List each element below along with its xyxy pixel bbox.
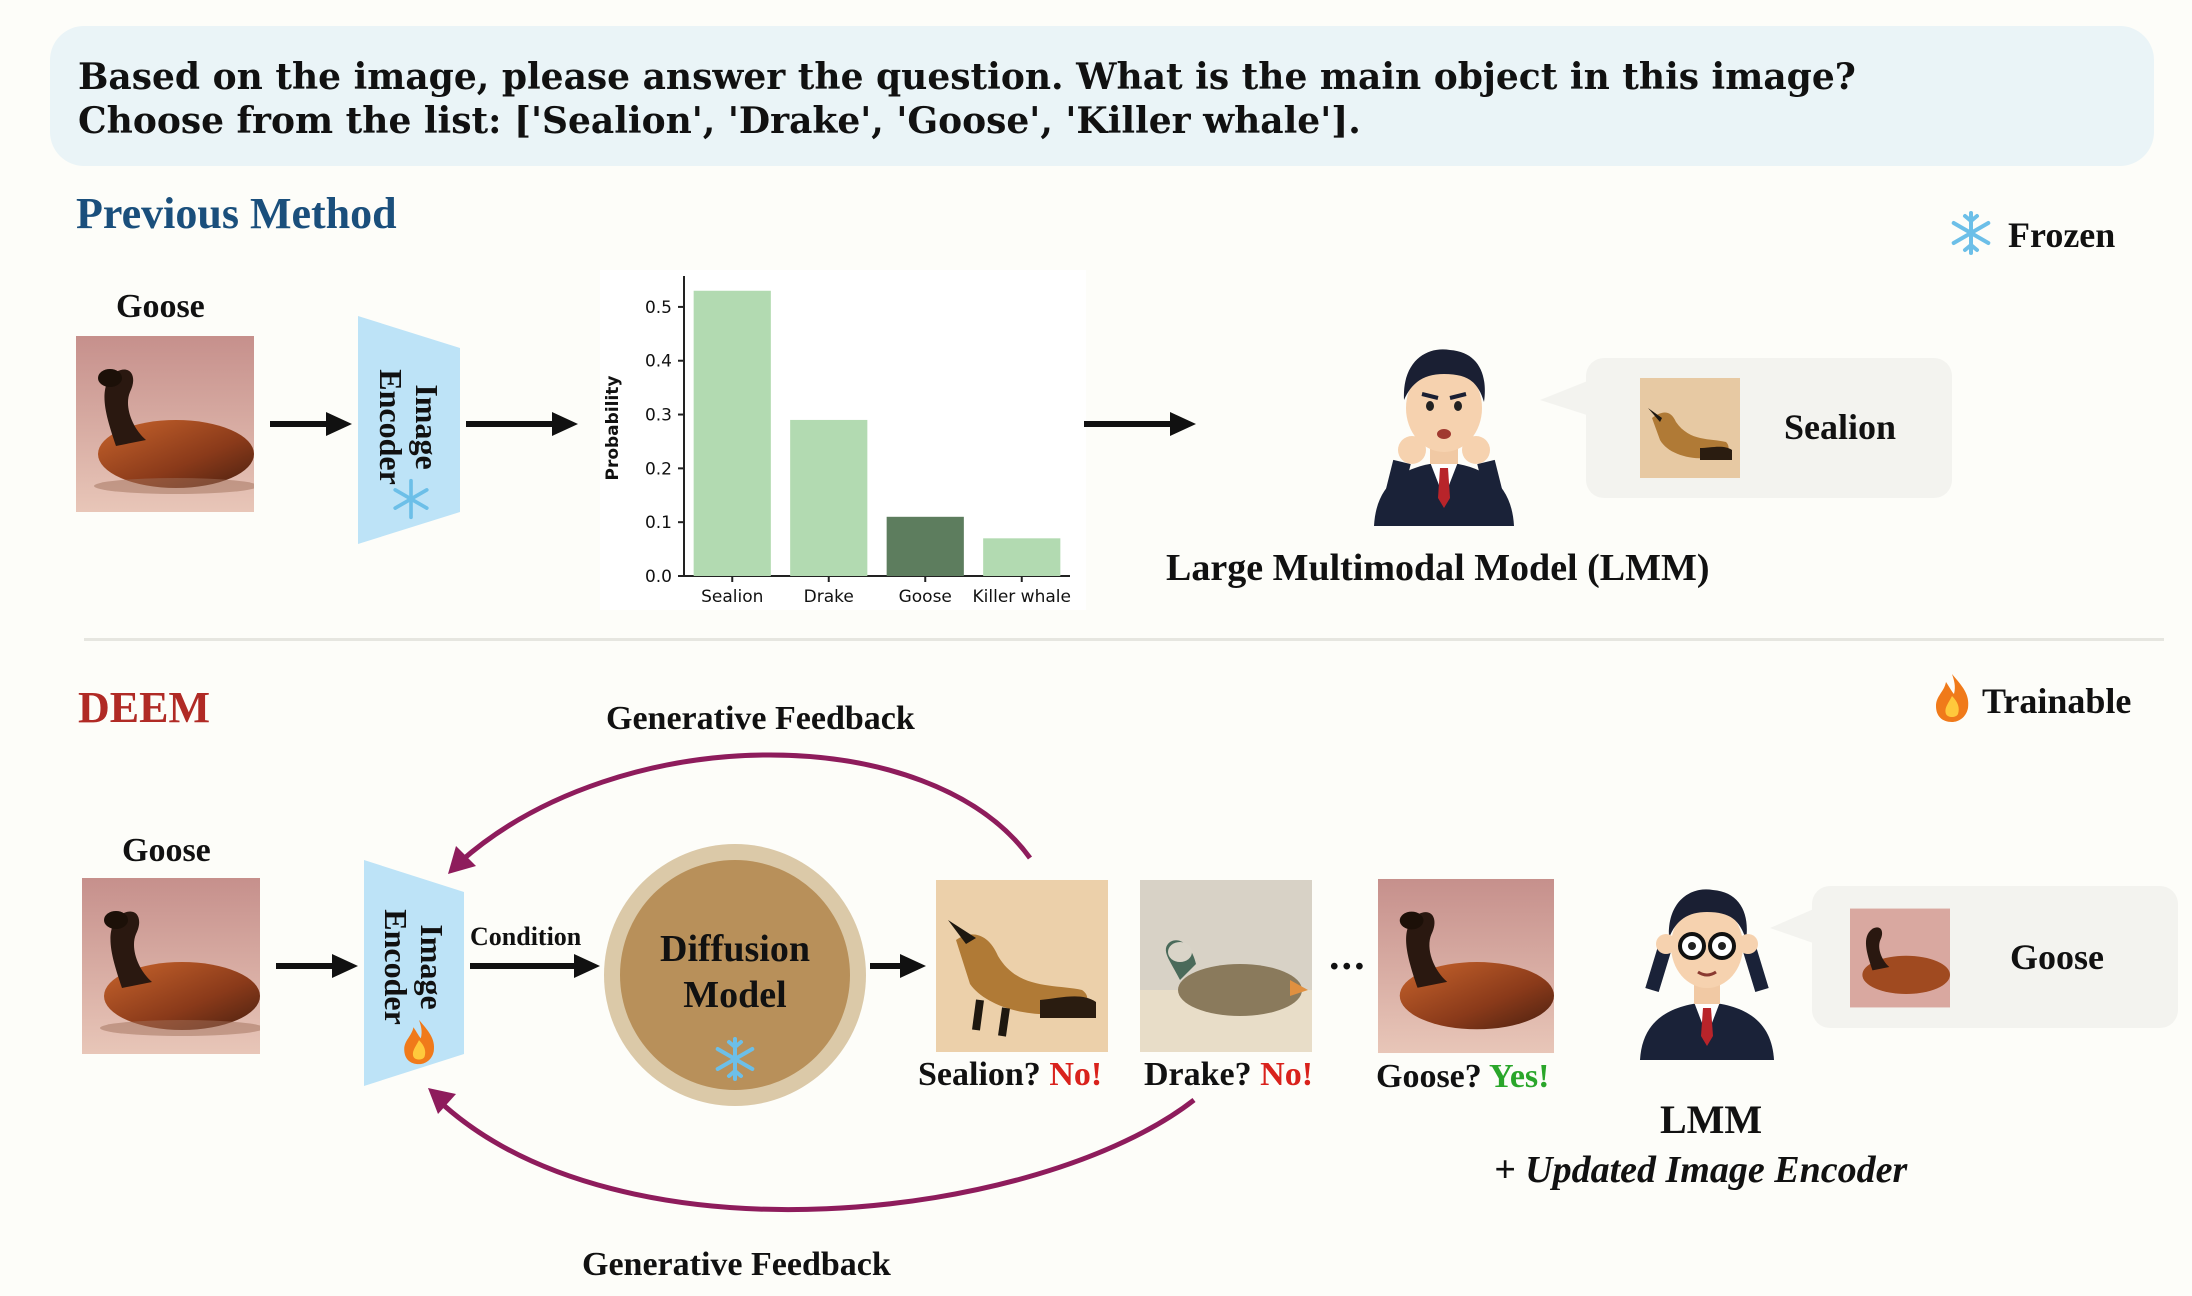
- previous-input-label: Goose: [116, 288, 205, 325]
- candidate-label-goose: Goose? Yes!: [1376, 1058, 1549, 1096]
- diffusion-label: Diffusion Model: [604, 926, 866, 1018]
- generated-sealion-image: [936, 880, 1108, 1052]
- candidate-question: Sealion?: [918, 1056, 1041, 1093]
- arrow-chart-to-lmm: [1084, 412, 1196, 436]
- x-tick-label: Killer whale: [973, 587, 1071, 607]
- x-tick-label: Sealion: [701, 587, 763, 607]
- answer-prev: Sealion: [1784, 407, 1897, 447]
- snowflake-icon: [1948, 210, 1994, 256]
- x-tick-label: Drake: [804, 587, 854, 607]
- candidate-label-sealion: Sealion? No!: [918, 1056, 1102, 1094]
- goose-input-image-deem: [82, 878, 260, 1054]
- bar-killer-whale: [983, 538, 1061, 576]
- question-box: Based on the image, please answer the qu…: [50, 26, 2154, 166]
- snowflake-icon: [712, 1036, 758, 1082]
- generated-drake-image: [1140, 880, 1312, 1052]
- arrow-condition: [470, 954, 600, 978]
- generated-goose-image: [1378, 878, 1554, 1054]
- candidate-label-drake: Drake? No!: [1144, 1056, 1313, 1094]
- image-encoder-trainable: [364, 860, 464, 1086]
- fire-icon: [1932, 672, 1972, 724]
- bubble-tail-prev: [1540, 380, 1590, 416]
- trainable-legend-label: Trainable: [1982, 681, 2132, 721]
- section-divider: [84, 638, 2164, 641]
- ellipsis: ...: [1328, 936, 1366, 978]
- frozen-legend-label: Frozen: [2008, 215, 2116, 255]
- diffusion-label-line-1: Diffusion: [660, 928, 810, 970]
- snowflake-icon: [390, 478, 432, 520]
- arrow-input-to-encoder-deem: [276, 954, 358, 978]
- goose-answer-image: [1850, 908, 1950, 1008]
- question-line-2: Choose from the list: ['Sealion', 'Drake…: [78, 100, 1361, 142]
- x-tick-label: Goose: [899, 587, 952, 607]
- y-tick-label: 0.4: [645, 352, 672, 372]
- question-line-1: Based on the image, please answer the qu…: [78, 56, 1856, 98]
- y-tick-label: 0.5: [645, 298, 672, 318]
- deem-input-label: Goose: [122, 832, 211, 869]
- candidate-question: Drake?: [1144, 1056, 1252, 1093]
- y-tick-label: 0.1: [645, 513, 672, 533]
- image-encoder-frozen: [358, 316, 460, 544]
- lmm-label-deem: LMM: [1660, 1097, 1763, 1142]
- y-tick-label: 0.2: [645, 459, 672, 479]
- bar-sealion: [693, 290, 771, 576]
- y-tick-label: 0.3: [645, 406, 672, 426]
- bar-goose: [886, 516, 964, 576]
- y-tick-label: 0.0: [645, 567, 672, 587]
- bar-drake: [790, 419, 868, 576]
- candidate-answer-yes: Yes!: [1489, 1058, 1550, 1095]
- sealion-answer-image: [1640, 378, 1740, 478]
- condition-label: Condition: [470, 922, 582, 951]
- goose-input-image: [76, 336, 254, 512]
- candidate-answer-no: No!: [1049, 1056, 1103, 1093]
- lmm-person-confused: [1364, 338, 1524, 529]
- lmm-sub-label: + Updated Image Encoder: [1494, 1149, 1908, 1191]
- fire-icon: [400, 1018, 438, 1066]
- lmm-person-confident: [1632, 880, 1782, 1060]
- answer-deem: Goose: [2010, 937, 2104, 977]
- bubble-tail-deem: [1770, 908, 1816, 944]
- feedback-label-top: Generative Feedback: [606, 700, 915, 737]
- lmm-label-prev: Large Multimodal Model (LMM): [1166, 547, 1710, 589]
- arrow-encoder-to-chart: [466, 412, 578, 436]
- candidate-answer-no: No!: [1260, 1056, 1314, 1093]
- previous-method-title: Previous Method: [76, 189, 397, 238]
- arrow-diffusion-to-samples: [870, 954, 926, 978]
- deem-title: DEEM: [78, 683, 210, 732]
- feedback-label-bottom: Generative Feedback: [582, 1246, 891, 1283]
- candidate-question: Goose?: [1376, 1058, 1482, 1095]
- y-axis-label: Probability: [603, 375, 623, 480]
- arrow-input-to-encoder: [270, 412, 352, 436]
- diffusion-label-line-2: Model: [683, 974, 787, 1016]
